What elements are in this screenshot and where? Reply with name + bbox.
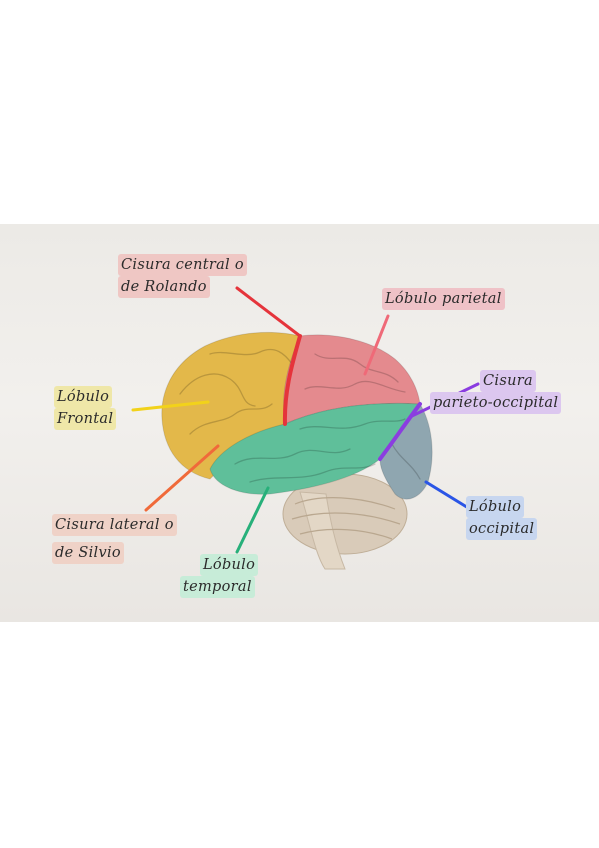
brain-photo: Cisura central o de Rolando Lóbulo parie…	[0, 224, 599, 622]
gyri-texture	[179, 348, 421, 483]
label-lobulo-frontal-line2: Frontal	[54, 408, 117, 430]
label-cisura-parieto-occipital: Cisura parieto-occipital	[430, 370, 562, 414]
temporal-pointer	[235, 486, 270, 554]
label-cisura-lateral-line1: Cisura lateral o	[52, 514, 177, 536]
central-sulcus-pointer	[235, 286, 302, 338]
label-lobulo-frontal-line1: Lóbulo	[54, 386, 113, 408]
occipital-pointer	[424, 480, 472, 511]
frontal-pointer	[131, 400, 210, 412]
label-lobulo-occipital: Lóbulo occipital	[466, 496, 538, 540]
label-lobulo-temporal-line2: temporal	[180, 576, 255, 598]
temporal-lobe	[209, 402, 421, 495]
brain-diagram	[131, 286, 480, 570]
label-lobulo-temporal-line1: Lóbulo	[200, 554, 259, 576]
label-lobulo-occipital-line2: occipital	[466, 518, 538, 540]
label-lobulo-parietal-text: Lóbulo parietal	[382, 288, 505, 310]
label-cisura-parieto-line2: parieto-occipital	[430, 392, 562, 414]
label-cisura-lateral-line2: de Silvio	[52, 542, 124, 564]
parietal-pointer	[363, 314, 390, 376]
label-lobulo-frontal: Lóbulo Frontal	[54, 386, 117, 430]
cerebellum-folds	[291, 497, 401, 540]
label-cisura-lateral: Cisura lateral o de Silvio	[52, 514, 177, 564]
parieto-occipital-line	[378, 402, 422, 461]
lateral-sulcus-pointer	[144, 444, 220, 512]
label-cisura-parieto-line1: Cisura	[480, 370, 536, 392]
label-lobulo-temporal: Lóbulo temporal	[180, 554, 259, 598]
label-cisura-central: Cisura central o de Rolando	[118, 254, 247, 298]
label-lobulo-occipital-line1: Lóbulo	[466, 496, 525, 518]
label-cisura-central-line1: Cisura central o	[118, 254, 247, 276]
label-cisura-central-line2: de Rolando	[118, 276, 210, 298]
central-sulcus-line	[282, 334, 302, 426]
label-lobulo-parietal: Lóbulo parietal	[382, 288, 505, 310]
